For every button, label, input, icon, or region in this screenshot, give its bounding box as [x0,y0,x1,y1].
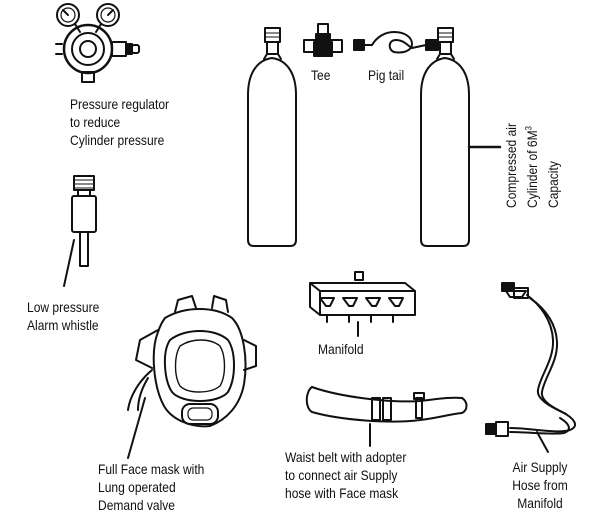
whistle-label-line1: Low pressure [27,299,100,315]
regulator-label-line3: Cylinder pressure [70,132,165,148]
belt-label-line3: hose with Face mask [285,485,399,501]
face-mask-icon [128,296,256,458]
tee-label: Tee [311,67,331,83]
right-cylinder-icon [421,28,500,246]
left-cylinder-icon [248,28,296,246]
whistle-label-line2: Alarm whistle [27,317,99,333]
air-supply-hose-icon [486,283,575,452]
cylinder-label-line2-text: Cylinder of 6M [524,130,540,208]
regulator-label-line2: to reduce [70,114,121,130]
pigtail-label: Pig tail [368,67,405,83]
hose-label-line3: Manifold [517,495,563,511]
cylinder-label-line2: Cylinder of 6M3 [523,126,541,208]
regulator-label-line1: Pressure regulator [70,96,170,112]
pressure-regulator-icon [56,4,139,82]
mask-label-line2: Lung operated [98,479,176,495]
cylinder-label-line1: Compressed air [503,123,519,208]
hose-label-line1: Air Supply [512,459,568,475]
tee-icon [304,24,342,56]
pigtail-icon [354,32,438,53]
mask-label-line3: Demand valve [98,497,175,513]
manifold-icon [310,272,415,336]
mask-label: Full Face mask with Lung operated Demand… [98,460,204,514]
whistle-label: Low pressure Alarm whistle [27,298,99,334]
cylinder-label-line2-sup: 3 [523,126,534,131]
belt-label-line2: to connect air Supply [285,467,398,483]
mask-label-line1: Full Face mask with [98,461,205,477]
belt-label-line1: Waist belt with adopter [285,449,407,465]
regulator-label: Pressure regulator to reduce Cylinder pr… [70,95,169,149]
alarm-whistle-icon [64,176,96,286]
manifold-label: Manifold [318,341,364,357]
waist-belt-icon [307,387,467,446]
hose-label-line2: Hose from [512,477,568,493]
hose-label: Air Supply Hose from Manifold [500,458,579,512]
belt-label: Waist belt with adopter to connect air S… [285,448,406,502]
cylinder-label-line3: Capacity [545,161,561,208]
